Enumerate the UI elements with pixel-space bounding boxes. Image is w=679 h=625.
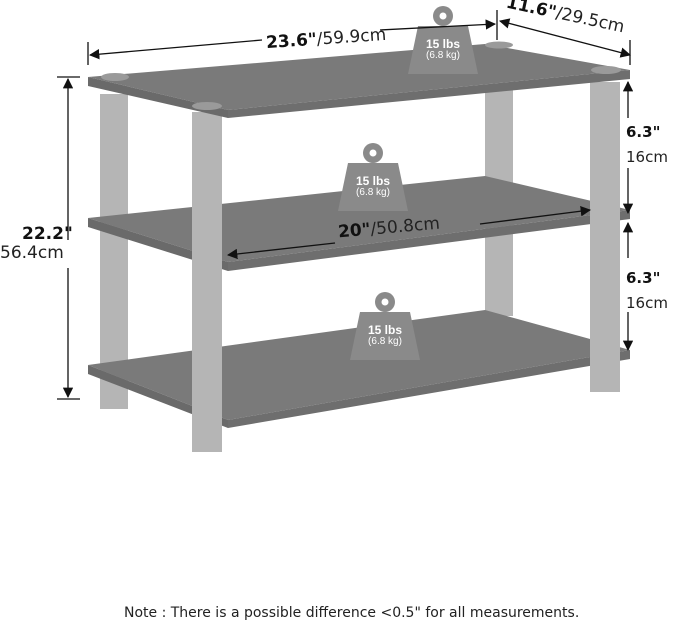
gap-lower-imperial: 6.3" — [626, 269, 661, 287]
weight-badge-middle: 15 lbs (6.8 kg) — [343, 175, 403, 198]
dimension-lines — [57, 10, 634, 400]
front-legs — [192, 82, 620, 452]
weight-lbs: 15 lbs — [355, 174, 391, 188]
gap-upper-metric: 16cm — [626, 148, 668, 166]
weight-lbs: 15 lbs — [367, 323, 403, 337]
measurement-note: Note : There is a possible difference <0… — [124, 605, 580, 621]
weight-kg: (6.8 kg) — [368, 335, 402, 347]
weight-badge-bottom: 15 lbs (6.8 kg) — [355, 324, 415, 347]
weight-badge-top: 15 lbs (6.8 kg) — [413, 38, 473, 61]
width-imperial: 23.6" — [265, 29, 318, 54]
top-shelf — [88, 41, 630, 118]
weight-kg: (6.8 kg) — [426, 49, 460, 61]
height-metric: 56.4cm — [0, 243, 64, 263]
gap-upper-imperial: 6.3" — [626, 123, 661, 141]
height-imperial: 22.2" — [22, 224, 73, 244]
weight-lbs: 15 lbs — [425, 37, 461, 51]
weight-kg: (6.8 kg) — [356, 186, 390, 198]
weight-icon — [338, 6, 478, 360]
inner-width-imperial: 20" — [337, 219, 372, 243]
gap-lower-metric: 16cm — [626, 294, 668, 312]
